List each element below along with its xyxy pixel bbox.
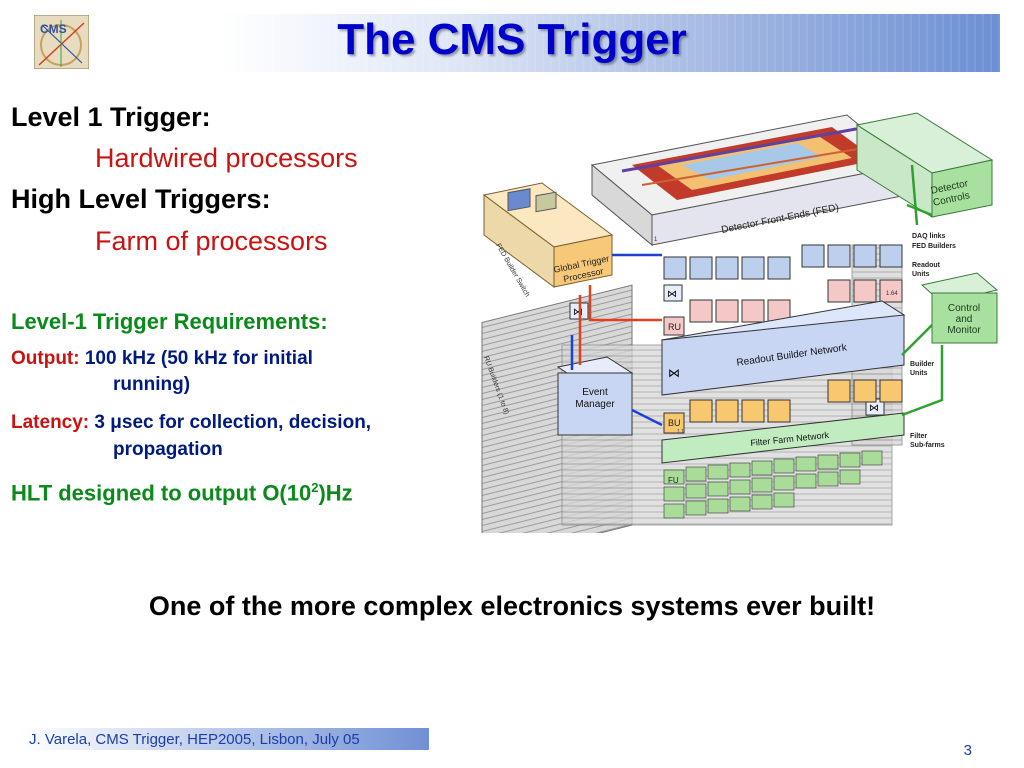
svg-text:⋈: ⋈	[667, 289, 677, 300]
readout-builder-network-box: Readout Builder Network ⋈ 1.64 1.64	[660, 291, 906, 396]
builder-units-line1: Builder	[910, 361, 934, 368]
builder-units-line2: Units	[910, 370, 928, 377]
svg-text:⋈: ⋈	[869, 403, 879, 414]
detector-image	[621, 125, 883, 200]
svg-text:⋈: ⋈	[668, 366, 680, 380]
requirements-heading: Level-1 Trigger Requirements:	[11, 309, 328, 334]
page-title: The CMS Trigger	[337, 15, 687, 64]
cms-logo: CMS	[34, 15, 89, 69]
bu-label: BU	[668, 418, 681, 428]
control-monitor-line1: Control	[948, 303, 980, 314]
output-value-line2: running)	[113, 374, 191, 395]
output-label: Output:	[11, 348, 80, 369]
hlt-output-unit: )Hz	[318, 480, 353, 506]
filter-farm-network-box: Filter Farm Network	[661, 412, 905, 464]
hlt-heading: High Level Triggers:	[11, 184, 271, 214]
hlt-output-text: HLT designed to output O(10	[11, 480, 312, 506]
control-monitor-line3: Monitor	[947, 325, 981, 336]
latency-line1: Latency: 3 μsec for collection, decision…	[11, 412, 371, 434]
hlt-output-exponent: 2	[311, 480, 319, 495]
filter-units-grid	[663, 450, 883, 519]
footer-text: J. Varela, CMS Trigger, HEP2005, Lisbon,…	[29, 731, 360, 748]
logo-text: CMS	[40, 22, 67, 36]
daq-architecture-diagram: Detector Front-Ends (FED) 512 64 1 Detec…	[481, 112, 999, 533]
page-number: 3	[963, 742, 972, 759]
footer-bar	[21, 728, 429, 750]
latency-value-line2: propagation	[113, 439, 223, 460]
svg-text:⋈: ⋈	[573, 307, 583, 318]
fu-label: FU	[668, 476, 679, 485]
output-line1: Output: 100 kHz (50 kHz for initial	[11, 348, 313, 370]
event-manager-line2: Manager	[575, 399, 615, 410]
ru-label: RU	[668, 322, 681, 332]
filter-subfarms-line1: Filter	[910, 433, 927, 440]
switch-icons: ⋈ ⋈ ⋈	[569, 284, 885, 416]
latency-value-line1: 3 μsec for collection, decision,	[94, 412, 372, 433]
filter-subfarms-line2: Sub-farms	[910, 442, 945, 449]
hlt-output-line: HLT designed to output O(102)Hz	[11, 480, 353, 506]
daq-links-label: DAQ links	[912, 233, 946, 240]
latency-label: Latency:	[11, 412, 90, 433]
output-value-line1: 100 kHz (50 kHz for initial	[84, 348, 313, 369]
num-1-64-b: 1.64	[886, 291, 898, 297]
builder-units-row: BU 1.1	[663, 379, 903, 435]
level1-desc: Hardwired processors	[95, 143, 358, 173]
num-1-top: 1	[654, 237, 658, 243]
readout-units-line1: Readout	[912, 262, 941, 269]
hlt-desc: Farm of processors	[95, 226, 328, 256]
control-monitor-line2: and	[956, 314, 973, 325]
fed-builder-row	[663, 244, 903, 280]
global-trigger-box: Global Trigger Processor	[482, 182, 614, 288]
fed-builders-label: FED Builders	[912, 243, 956, 250]
event-manager-box: Event Manager	[556, 356, 634, 436]
readout-units-row: RU	[663, 279, 903, 336]
level1-heading: Level 1 Trigger:	[11, 102, 211, 132]
detector-controls-box: Detector Controls	[855, 112, 994, 218]
tagline: One of the more complex electronics syst…	[148, 591, 876, 621]
num-1-1: 1.1	[677, 429, 684, 435]
title-bar	[0, 14, 1000, 72]
event-manager-line1: Event	[582, 387, 608, 398]
control-monitor-box: Control and Monitor	[920, 272, 999, 344]
readout-units-line2: Units	[912, 271, 930, 278]
connection-lines	[570, 164, 944, 427]
detector-front-ends-box: Detector Front-Ends (FED) 512 64 1	[590, 114, 909, 257]
